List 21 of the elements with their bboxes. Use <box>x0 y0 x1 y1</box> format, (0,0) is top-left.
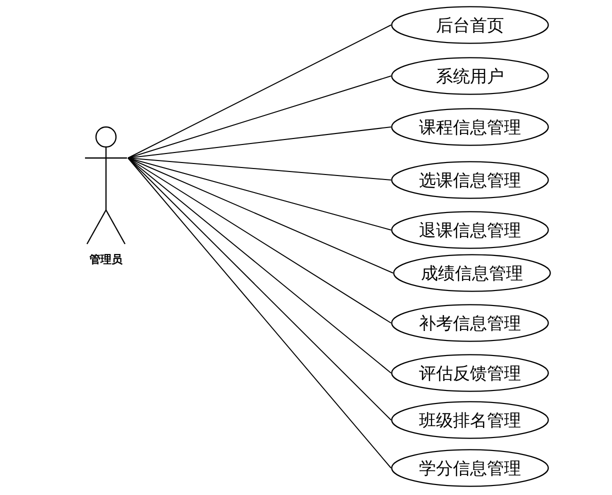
association-line <box>128 24 392 158</box>
association-line <box>128 158 392 180</box>
association-line <box>128 126 392 158</box>
actor-label: 管理员 <box>88 252 124 267</box>
association-line <box>128 158 392 324</box>
use-case-ellipse: 评估反馈管理 <box>391 354 549 392</box>
use-case-ellipse: 退课信息管理 <box>391 211 549 249</box>
use-case-ellipse: 选课信息管理 <box>391 161 549 199</box>
use-case-ellipse: 补考信息管理 <box>391 304 549 342</box>
use-case-ellipse: 后台首页 <box>391 6 549 44</box>
use-case-ellipse: 课程信息管理 <box>391 108 549 146</box>
association-line <box>128 76 392 158</box>
association-line <box>128 158 392 374</box>
use-case-ellipse: 系统用户 <box>391 57 549 95</box>
use-case-ellipse: 学分信息管理 <box>391 449 549 487</box>
association-line <box>128 158 392 420</box>
use-case-ellipse: 班级排名管理 <box>391 401 549 439</box>
association-line <box>128 158 394 274</box>
association-line <box>128 158 392 468</box>
association-line <box>128 158 392 230</box>
use-case-ellipse: 成绩信息管理 <box>393 254 551 292</box>
